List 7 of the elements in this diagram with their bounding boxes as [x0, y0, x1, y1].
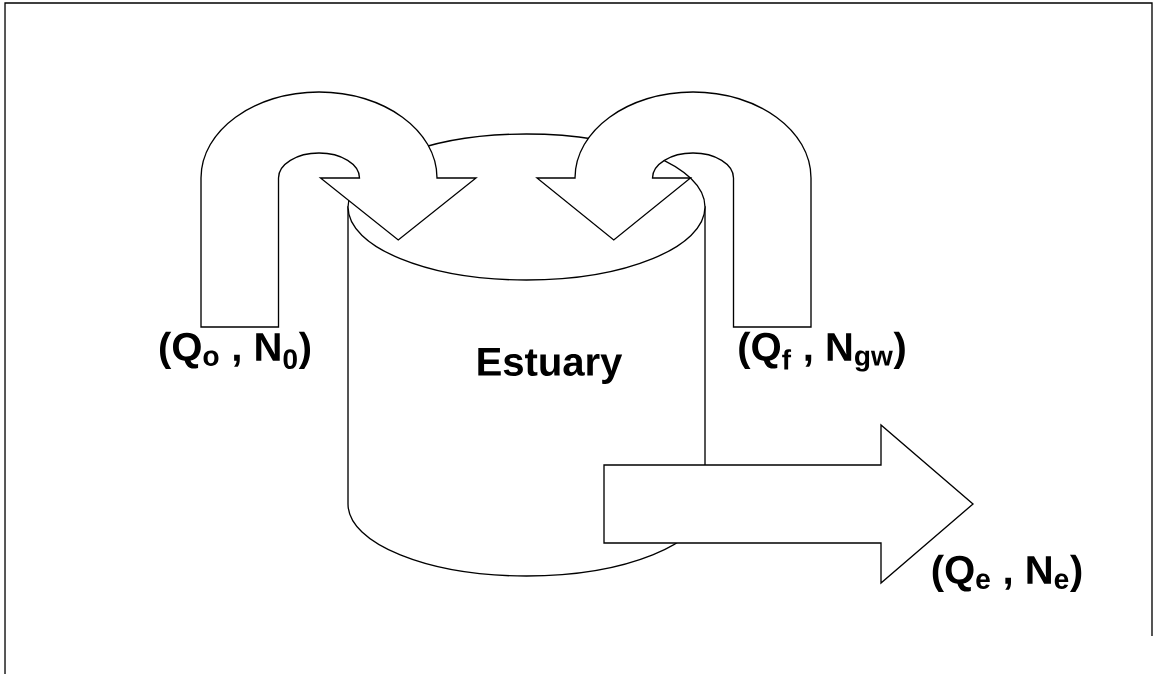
block-arrow — [200, 91, 477, 328]
block-arrow — [536, 91, 812, 328]
cylinder: Estuary — [347, 133, 706, 577]
flow-label: (Q$_{e}$ , N$_{e}$) — [932, 554, 1082, 592]
flow-label: (Q$_{o}$ , N$_{0}$) — [160, 331, 310, 370]
block-arrow — [603, 423, 975, 585]
flow-label: (Q$_{f}$ , N$_{gw}$) — [739, 331, 905, 372]
